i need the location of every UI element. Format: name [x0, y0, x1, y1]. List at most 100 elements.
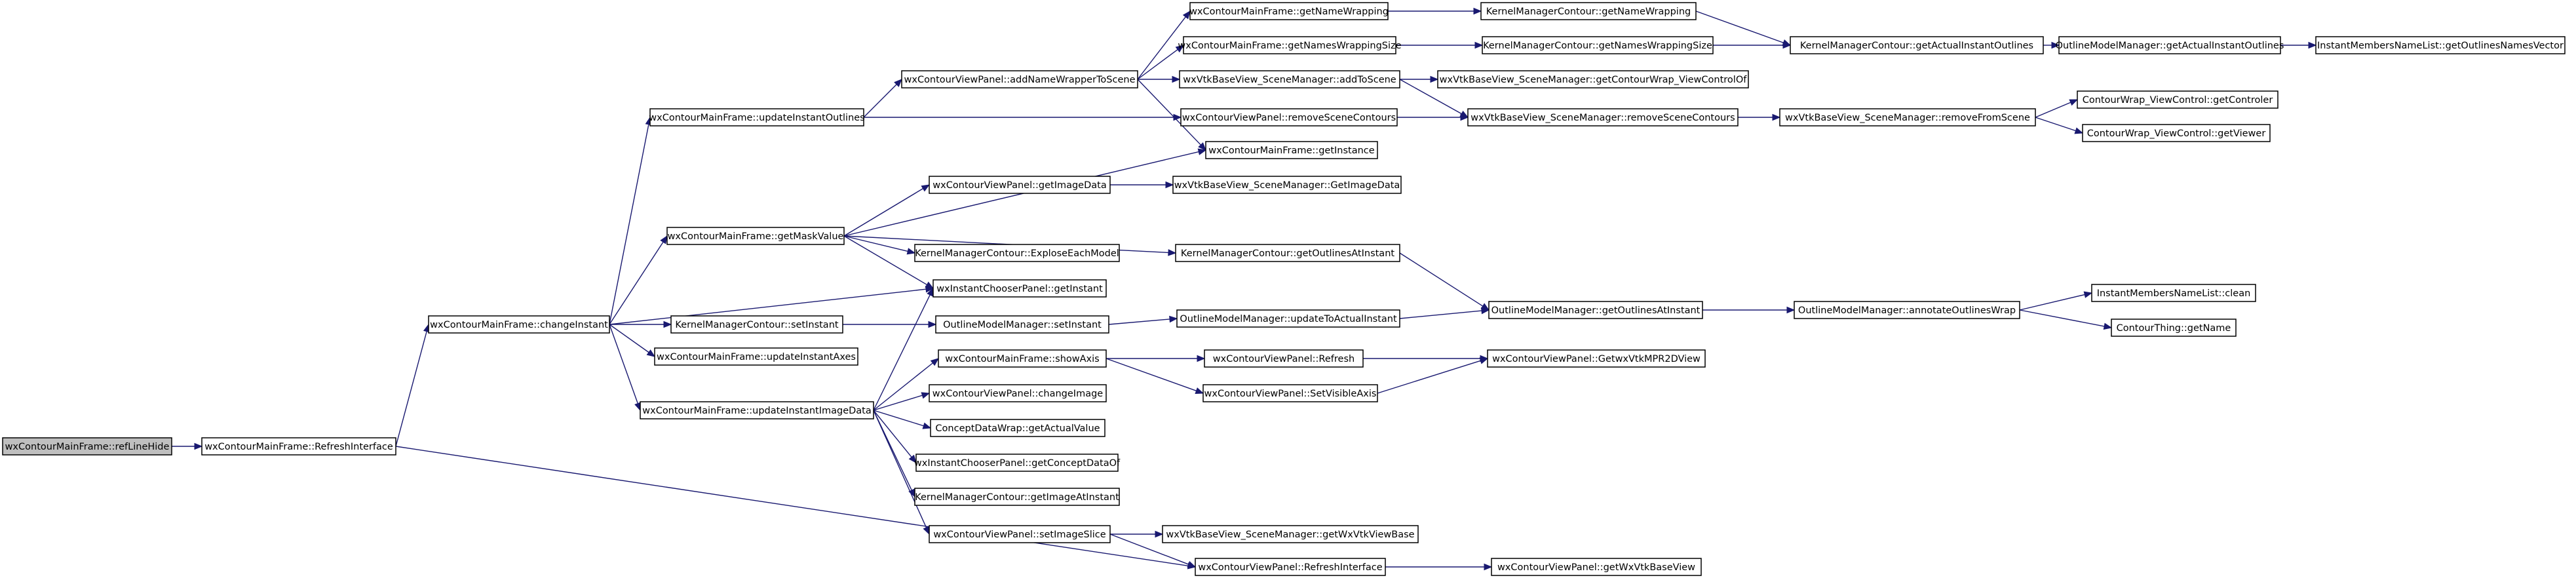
arrowhead-icon — [1198, 142, 1206, 151]
node-box — [1179, 70, 1400, 88]
graph-node-vpRemoveSceneContours[interactable]: wxContourViewPanel::removeSceneContours — [1180, 108, 1398, 126]
graph-node-getConceptDataOf[interactable]: wxInstantChooserPanel::getConceptDataOf — [914, 454, 1121, 472]
node-box — [929, 384, 1107, 402]
graph-node-mfGetNameWrapping[interactable]: wxContourMainFrame::getNameWrapping — [1189, 2, 1389, 20]
node-label: wxContourMainFrame::updateInstantOutline… — [649, 113, 864, 123]
node-box — [428, 315, 610, 334]
arrowhead-icon — [908, 454, 917, 464]
node-label: wxVtkBaseView_SceneManager::getContourWr… — [1440, 75, 1748, 85]
call-edge — [2019, 309, 2113, 330]
call-edge-line — [1377, 360, 1481, 394]
graph-node-updateToActualInstant[interactable]: OutlineModelManager::updateToActualInsta… — [1176, 309, 1400, 328]
node-label: KernelManagerContour::setInstant — [675, 320, 838, 330]
node-label: KernelManagerContour::getImageAtInstant — [915, 492, 1119, 503]
node-box — [1195, 558, 1386, 576]
graph-node-vpRefresh[interactable]: wxContourViewPanel::Refresh — [1204, 349, 1364, 368]
graph-node-clean[interactable]: InstantMembersNameList::clean — [2091, 284, 2256, 302]
graph-node-getViewer[interactable]: ContourWrap_ViewControl::getViewer — [2082, 124, 2271, 142]
graph-node-kmcGetOutlinesAtInstant[interactable]: KernelManagerContour::getOutlinesAtInsta… — [1175, 244, 1400, 262]
graph-node-setVisibleAxis[interactable]: wxContourViewPanel::SetVisibleAxis — [1202, 384, 1378, 402]
arrowhead-icon — [1165, 181, 1174, 189]
graph-node-getWxVtkBaseView[interactable]: wxContourViewPanel::getWxVtkBaseView — [1491, 558, 1702, 576]
graph-node-getControler[interactable]: ContourWrap_ViewControl::getControler — [2077, 90, 2278, 109]
node-box — [1790, 36, 2044, 54]
arrowhead-icon — [1187, 560, 1197, 568]
arrowhead-icon — [894, 79, 902, 87]
graph-node-kmcGetActualInstantOutlines[interactable]: KernelManagerContour::getActualInstantOu… — [1790, 36, 2044, 54]
graph-node-exploseEachModel[interactable]: KernelManagerContour::ExploseEachModel — [914, 244, 1120, 262]
graph-node-getContourWrapViewControlOf[interactable]: wxVtkBaseView_SceneManager::getContourWr… — [1437, 70, 1749, 88]
graph-node-kmcGetNamesWrappingSize[interactable]: KernelManagerContour::getNamesWrappingSi… — [1482, 36, 1714, 54]
graph-node-addNameWrapperToScene[interactable]: wxContourViewPanel::addNameWrapperToScen… — [901, 70, 1138, 88]
arrowhead-icon — [1479, 357, 1489, 364]
graph-node-smRemoveSceneContours[interactable]: wxVtkBaseView_SceneManager::removeSceneC… — [1467, 108, 1739, 126]
graph-node-omGetActualInstantOutlines[interactable]: OutlineModelManager::getActualInstantOut… — [2056, 36, 2284, 54]
call-edge-line — [2035, 117, 2076, 132]
graph-node-getInstance[interactable]: wxContourMainFrame::getInstance — [1205, 141, 1378, 159]
call-edge — [395, 323, 431, 447]
graph-node-omGetOutlinesAtInstant[interactable]: OutlineModelManager::getOutlinesAtInstan… — [1488, 301, 1703, 319]
node-box — [201, 437, 396, 456]
node-box — [666, 227, 845, 245]
node-box — [1189, 2, 1389, 20]
node-label: wxInstantChooserPanel::getInstant — [936, 284, 1103, 294]
call-edge — [1713, 41, 1792, 49]
graph-node-mfGetNamesWrappingSize[interactable]: wxContourMainFrame::getNamesWrappingSize — [1178, 36, 1402, 54]
graph-node-getWxVtkMPR2DView[interactable]: wxContourViewPanel::GetwxVtkMPR2DView — [1487, 349, 1706, 368]
graph-node-smGetImageData[interactable]: wxVtkBaseView_SceneManager::GetImageData — [1172, 176, 1402, 194]
graph-node-icpGetInstant[interactable]: wxInstantChooserPanel::getInstant — [932, 279, 1107, 298]
graph-node-updateInstantOutlines[interactable]: wxContourMainFrame::updateInstantOutline… — [649, 108, 865, 126]
node-box — [1172, 176, 1402, 194]
graph-node-setImageSlice[interactable]: wxContourViewPanel::setImageSlice — [929, 525, 1111, 543]
node-label: wxContourViewPanel::addNameWrapperToScen… — [904, 75, 1136, 85]
graph-node-getImageAtInstant[interactable]: KernelManagerContour::getImageAtInstant — [914, 488, 1120, 506]
graph-node-omSetInstant[interactable]: OutlineModelManager::setInstant — [935, 315, 1109, 334]
graph-node-removeFromScene[interactable]: wxVtkBaseView_SceneManager::removeFromSc… — [1779, 108, 2036, 126]
graph-node-showAxis[interactable]: wxContourMainFrame::showAxis — [938, 349, 1107, 368]
graph-node-updateInstantImageData[interactable]: wxContourMainFrame::updateInstantImageDa… — [640, 401, 874, 419]
graph-node-mfRefreshInterface[interactable]: wxContourMainFrame::RefreshInterface — [201, 437, 396, 456]
graph-node-vpGetImageData[interactable]: wxContourViewPanel::getImageData — [929, 176, 1111, 194]
call-edge-line — [395, 446, 1189, 567]
call-edge-line — [609, 288, 927, 325]
graph-node-vpRefreshInterface[interactable]: wxContourViewPanel::RefreshInterface — [1195, 558, 1386, 576]
arrowhead-icon — [1169, 315, 1178, 323]
node-label: wxContourViewPanel::changeImage — [932, 389, 1103, 399]
arrowhead-icon — [2103, 322, 2113, 330]
graph-node-getMaskValue[interactable]: wxContourMainFrame::getMaskValue — [666, 227, 845, 245]
graph-node-changeInstant[interactable]: wxContourMainFrame::changeInstant — [428, 315, 610, 334]
arrowhead-icon — [906, 248, 916, 255]
call-edge — [2280, 41, 2317, 49]
arrowhead-icon — [930, 358, 940, 366]
graph-node-refLineHide[interactable]: wxContourMainFrame::refLineHide — [2, 437, 172, 456]
graph-node-addToScene[interactable]: wxVtkBaseView_SceneManager::addToScene — [1179, 70, 1400, 88]
node-box — [1794, 301, 2020, 319]
graph-node-getOutlinesNamesVector[interactable]: InstantMembersNameList::getOutlinesNames… — [2315, 36, 2566, 54]
node-label: wxContourViewPanel::GetwxVtkMPR2DView — [1492, 354, 1701, 364]
graph-node-changeImage[interactable]: wxContourViewPanel::changeImage — [929, 384, 1107, 402]
node-label: wxContourMainFrame::getNamesWrappingSize — [1178, 41, 1401, 51]
call-edge-line — [1137, 48, 1178, 80]
node-box — [1176, 309, 1400, 328]
node-label: wxInstantChooserPanel::getConceptDataOf — [914, 458, 1121, 469]
node-label: OutlineModelManager::annotateOutlinesWra… — [1798, 305, 2016, 316]
graph-node-getName[interactable]: ContourThing::getName — [2111, 319, 2237, 337]
graph-node-kmcGetNameWrapping[interactable]: KernelManagerContour::getNameWrapping — [1480, 2, 1697, 20]
call-edge — [1105, 358, 1204, 395]
graph-node-getActualValue[interactable]: ConceptDataWrap::getActualValue — [930, 419, 1105, 437]
call-edge — [843, 235, 916, 255]
call-edge — [873, 410, 930, 535]
node-label: wxContourViewPanel::SetVisibleAxis — [1204, 389, 1377, 399]
node-box — [914, 488, 1120, 506]
graph-node-kmcSetInstant[interactable]: KernelManagerContour::setInstant — [670, 315, 843, 334]
call-edge — [1109, 534, 1197, 568]
arrowhead-icon — [1197, 148, 1207, 155]
graph-node-updateInstantAxes[interactable]: wxContourMainFrame::updateInstantAxes — [654, 347, 858, 366]
call-edge — [609, 324, 656, 357]
graph-node-annotateOutlinesWrap[interactable]: OutlineModelManager::annotateOutlinesWra… — [1794, 301, 2020, 319]
call-edge-line — [395, 331, 427, 447]
node-label: wxContourMainFrame::getNameWrapping — [1189, 7, 1389, 17]
call-edge-line — [1399, 310, 1482, 319]
graph-node-getWxVtkViewBase[interactable]: wxVtkBaseView_SceneManager::getWxVtkView… — [1162, 525, 1419, 543]
node-label: OutlineModelManager::getActualInstantOut… — [2056, 41, 2284, 51]
